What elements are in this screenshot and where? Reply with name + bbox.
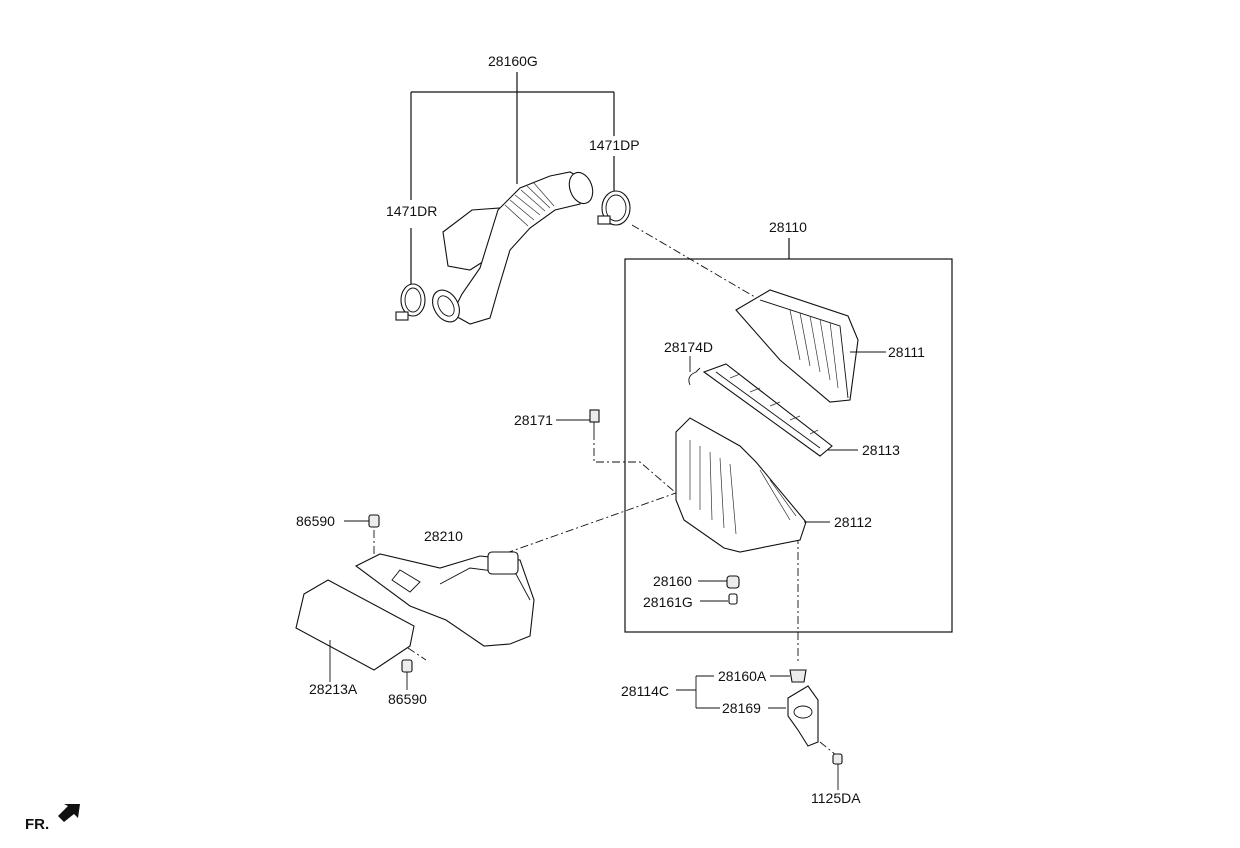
label-86590-upper: 86590: [296, 513, 335, 529]
label-28160A: 28160A: [718, 668, 767, 684]
leader-lines: [329, 351, 886, 790]
label-28213A: 28213A: [309, 681, 358, 697]
label-28174D: 28174D: [664, 339, 714, 355]
label-28161G: 28161G: [643, 594, 693, 610]
retainer-28174D: [688, 367, 701, 386]
leader-28160G: [410, 72, 615, 288]
cover-28111: [735, 289, 859, 403]
bolt-28171: [589, 409, 600, 432]
label-28112: 28112: [834, 514, 872, 530]
label-28110: 28110: [769, 219, 807, 235]
label-28169: 28169: [722, 700, 761, 716]
front-arrow-icon: [58, 804, 80, 822]
label-28160G: 28160G: [488, 53, 538, 69]
label-1125DA: 1125DA: [811, 790, 861, 806]
label-28160: 28160: [653, 573, 692, 589]
bolt-1125DA: [832, 753, 843, 780]
filter-element-28113: [702, 363, 833, 457]
label-86590-lower: 86590: [388, 691, 427, 707]
insulator-28160: [726, 575, 740, 589]
connection-lines: [373, 224, 837, 756]
label-28114C: 28114C: [621, 683, 670, 699]
label-28111: 28111: [888, 344, 925, 360]
label-28113: 28113: [862, 442, 900, 458]
intake-hose: [432, 171, 594, 325]
insulator-28160A: [789, 669, 807, 683]
clamp-right: [597, 190, 631, 226]
duct-28210: [354, 551, 535, 647]
screw-86590-lower: [401, 659, 413, 673]
grommet-28161G: [728, 593, 738, 605]
assembly-frame: [624, 238, 953, 633]
body-28112: [675, 417, 807, 553]
clamp-left: [395, 283, 426, 321]
screw-86590-upper: [368, 514, 380, 528]
bracket-28169: [787, 685, 819, 747]
label-1471DR: 1471DR: [386, 203, 438, 219]
label-28171: 28171: [514, 412, 553, 428]
duct-cover-28213A: [295, 579, 415, 671]
label-28210: 28210: [424, 528, 463, 544]
front-marker-label: FR.: [25, 816, 50, 833]
label-1471DP: 1471DP: [589, 137, 640, 153]
